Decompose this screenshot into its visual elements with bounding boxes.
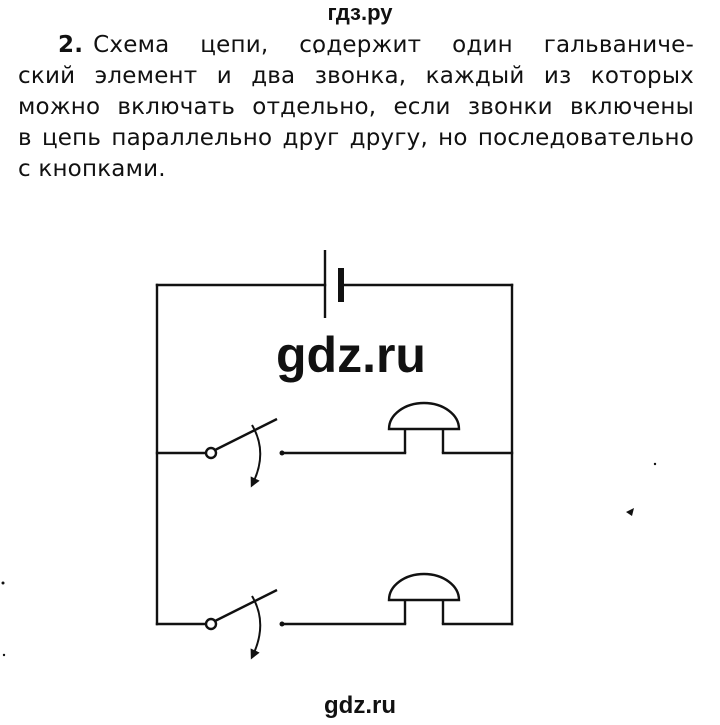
switch-1-icon: [204, 417, 285, 488]
problem-line-4: в цепь параллельно друг другу, но послед…: [18, 125, 694, 151]
bell-2-icon: [387, 572, 461, 624]
watermark-top: гдз.ру: [327, 0, 393, 25]
problem-line-3: можно включать отдельно, если звонки вкл…: [18, 94, 694, 120]
bell-1-icon: [387, 401, 461, 453]
problem-line-1: 2.Схема цепи, содержит один гальваниче-: [58, 32, 694, 58]
switch-2-icon: [204, 588, 285, 660]
problem-text: 2.Схема цепи, содержит один гальваниче- …: [18, 30, 694, 185]
battery-icon: [323, 250, 344, 318]
problem-line-5: с кнопками.: [18, 156, 166, 182]
watermark-middle: gdz.ru: [276, 327, 426, 383]
problem-line-2: ский элемент и два звонка, каждый из кот…: [18, 63, 694, 89]
watermark-bottom: gdz.ru: [324, 692, 396, 719]
problem-number: 2.: [58, 32, 84, 58]
scan-specks: [1, 50, 657, 657]
